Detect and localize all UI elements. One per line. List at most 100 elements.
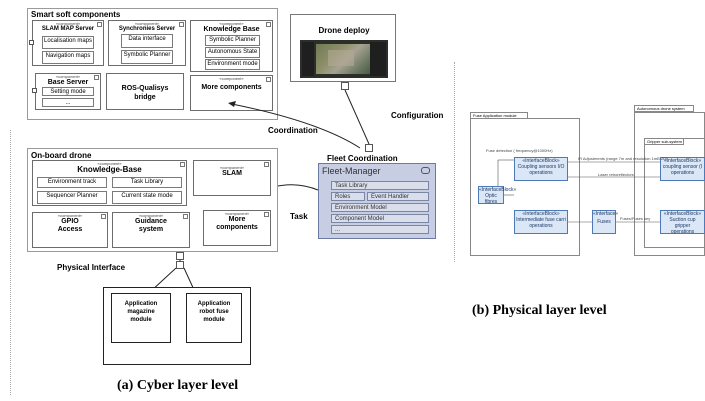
stereotype: «component» [97,161,122,166]
drone-deploy-title: Drone deploy [318,26,370,35]
fleet-row-event-handler: Event Handler [367,192,429,201]
middle-dotted-border [454,62,455,262]
stereotype: «component» [138,213,164,218]
sub-environment-track: Environment track [37,177,107,188]
sub-current-state-mode: Current state mode [112,191,182,204]
gear-icon [421,167,430,174]
stereotype: «component» [219,21,244,26]
drone-deploy-screenshot [300,40,388,78]
drone-deploy-port [341,82,349,90]
sub-localisation: Localisation maps [42,36,94,49]
slam-map-server: «component» SLAM MAP Server Localisation… [32,20,104,66]
block-title: Fuses [597,219,611,225]
side-panel-left [302,42,314,76]
fleet-row-environment-model: Environment Model [331,203,429,212]
fuses-interface: «Interface» Fuses [592,210,619,234]
flow-label-laser: Laser retroreflectors [598,172,634,177]
component-title: SLAM MAP Server [41,26,95,32]
coupling-sensors-left: «InterfaceBlock» Coupling sensors I/O op… [514,157,568,181]
fleet-port [365,144,373,152]
smart-soft-title: Smart soft components [31,10,121,19]
configuration-line [344,89,370,145]
stereotype: «Interface» [593,211,619,217]
physical-interface-label: Physical Interface [57,263,126,272]
physical-diagram: Fuse Application module Autonomous drone… [470,100,705,260]
block-title: Suction cup gripper [669,217,696,229]
suction-cup-gripper: «InterfaceBlock» Suction cup gripper ope… [660,210,705,235]
component-title: Knowledge Base [203,26,260,33]
app-title: Application magazine module [124,301,158,323]
stereotype: «component» [55,21,81,26]
block-operations: operations [670,170,695,176]
port [32,88,37,93]
component-icon [266,22,271,27]
stereotype: «component» [219,165,245,170]
stereotype: «component» [134,21,160,26]
onboard-gpio: «component» GPIO Access [32,212,108,248]
block-title: Coupling sensors I/O [517,164,565,170]
component-icon [264,162,269,167]
sub-symbolic-planner: Symbolic Planner [121,50,173,64]
flow-label-fuse-detection: Fuse detection ( frequency@1000Hz) [486,148,553,153]
sub-symbolic-planner: Symbolic Planner [205,35,260,46]
stereotype: «component» [219,76,244,81]
left-dotted-border [10,130,11,395]
gripper-pkg-tab: Gripper sub-system [644,138,684,145]
coupling-sensor-right: «InterfaceBlock» coupling sensor (I oper… [660,157,705,181]
base-server: «component» Base Server Setting mode ... [35,73,101,110]
component-icon [97,22,102,27]
app-robot-fuse-module: Application robot fuse module [186,293,242,343]
more-components-top: «component» More components [190,75,273,111]
stereotype: «InterfaceBlock» [479,187,517,193]
onboard-slam: «component» SLAM [193,160,271,196]
sub-autonomous-state: Autonomous State [205,47,260,58]
onboard-guidance: «component» Guidance system [112,212,190,248]
caption-cyber: (a) Cyber layer level [117,378,239,393]
flow-label-ir-adjust: IR Adjustments (range 7m and resolution … [578,156,668,161]
task-label: Task [290,212,308,221]
ros-qualisys-bridge: ROS-Qualisys bridge [106,73,184,110]
stereotype: «InterfaceBlock» [663,158,702,164]
app-magazine-module: Application magazine module [111,293,171,343]
block-title: Intermediate fuse carri [516,217,566,223]
component-title: SLAM [222,170,242,177]
component-icon [180,162,185,167]
coordination-label: Coordination [268,126,318,135]
physical-interface-port-lower [176,261,184,269]
component-icon [179,22,184,27]
fleet-row-more: ... [331,225,429,234]
component-icon [183,214,188,219]
sub-task-library: Task Library [112,177,182,188]
fleet-manager: Fleet-Manager Task Library Roles Event H… [318,163,436,239]
fleet-row-roles: Roles [331,192,365,201]
sub-data-interface: Data interface [121,34,173,48]
block-title: coupling sensor (I [662,164,703,170]
optic-fibres: «InterfaceBlock» Optic fibres [478,186,517,205]
sub-sequencer-planner: Sequencer Planner [37,191,107,204]
onboard-more-components: «component» More components [203,210,271,246]
configuration-label: Configuration [391,111,444,120]
stereotype: «component» [224,211,250,216]
sync-server: «component» Synchronies Server Data inte… [108,20,186,66]
port [29,40,34,45]
component-icon [264,212,269,217]
caption-physical: (b) Physical layer level [472,303,607,318]
component-title: More components [201,84,262,91]
onboard-knowledge-base: «component» Knowledge-Base Environment t… [32,160,187,206]
drone-pkg-tab: Autonomous drone system [634,105,694,112]
stereotype: «InterfaceBlock» [663,211,702,217]
component-icon [101,214,106,219]
sub-navigation: Navigation maps [42,51,94,64]
fleet-row-task-library: Task Library [331,181,429,190]
component-title: Base Server [47,79,89,86]
map-area-overlay [328,50,354,66]
physical-connectors [497,159,660,223]
component-title: GPIO Access [57,218,83,233]
fleet-coordination-title: Fleet Coordination [327,154,398,163]
component-icon [94,75,99,80]
side-panel [370,42,386,76]
block-operations: operations [529,170,553,176]
intermediate-fuse-carrier: «InterfaceBlock» Intermediate fuse carri… [514,210,568,234]
sub-more: ... [42,98,94,107]
stereotype: «InterfaceBlock» [522,158,560,164]
